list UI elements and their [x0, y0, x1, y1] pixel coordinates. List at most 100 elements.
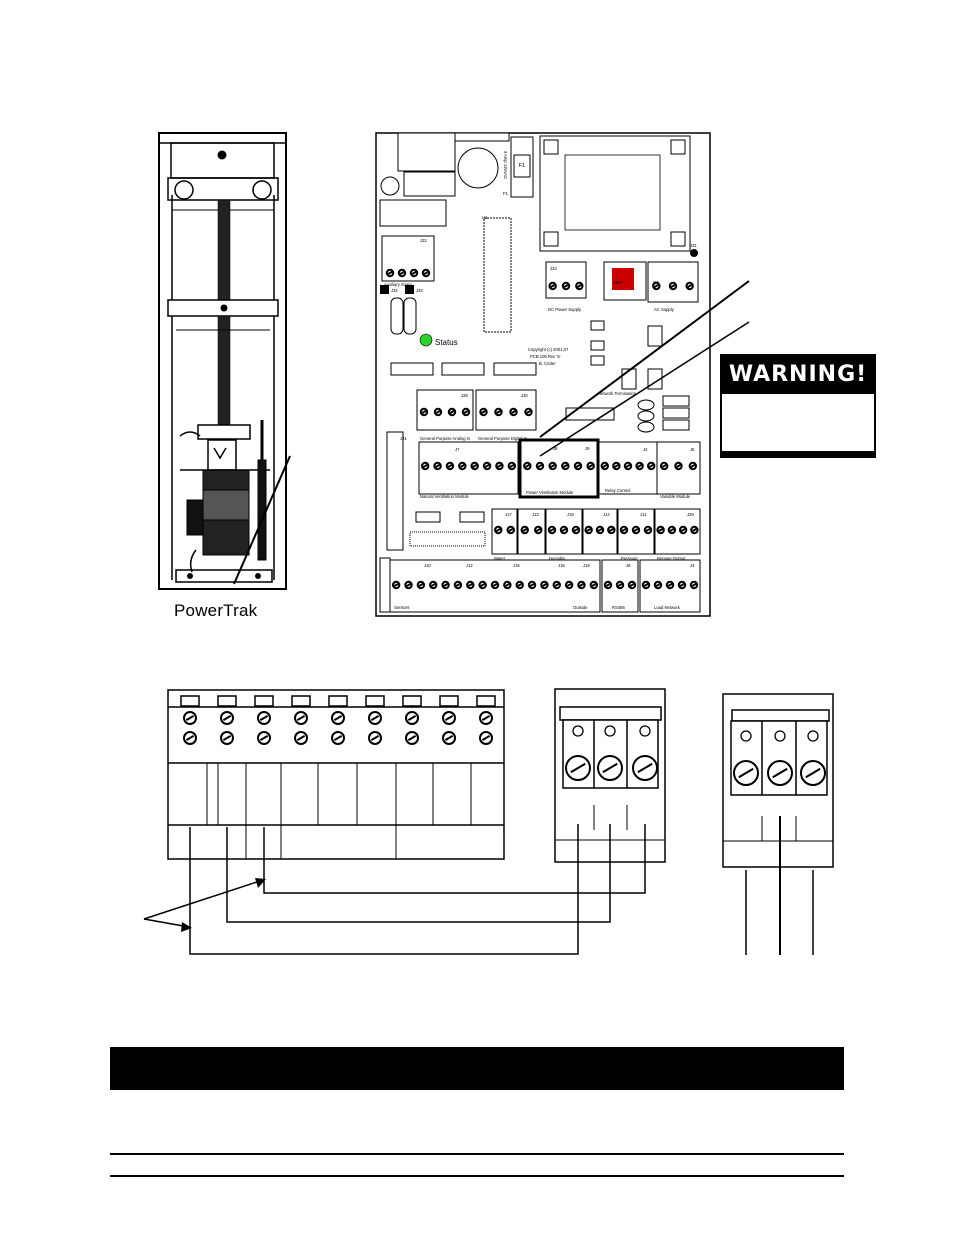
screw-icon	[405, 731, 419, 745]
terminal-block-3b	[722, 693, 834, 868]
j30-label: J30	[521, 393, 528, 398]
screw-icon	[632, 755, 658, 781]
board-screw-icon	[495, 461, 504, 471]
copyright-2: PCB 109 Rev '5'	[530, 354, 561, 359]
j14-label: J14	[603, 512, 610, 517]
ac-supply-label: AC Supply	[654, 307, 675, 312]
board-screw-icon	[385, 268, 395, 278]
wiring	[143, 816, 814, 955]
board-screw-icon	[534, 525, 543, 535]
gp-digital-label: General Purpose Digital In	[478, 436, 528, 441]
rule-top	[110, 1153, 844, 1155]
screw-icon	[257, 711, 271, 725]
dc-power-label: DC Power Supply	[548, 307, 582, 312]
board-screw-icon	[506, 525, 515, 535]
board-screw-icon	[552, 580, 561, 590]
j22-label: J22	[420, 238, 427, 243]
board-screw-icon	[623, 461, 633, 471]
screw-icon	[220, 731, 234, 745]
aux-alarm-label: Auxiliary Alarm	[384, 282, 412, 287]
screw-icon	[220, 711, 234, 725]
board-screw-icon	[561, 461, 570, 471]
board-screw-icon	[397, 268, 407, 278]
control-board: F1 3 Amp 125VAC F1 J31 U1 J22 Auxiliary …	[375, 132, 750, 617]
board-screw-icon	[589, 580, 599, 590]
board-screw-icon	[520, 525, 529, 535]
board-screw-icon	[453, 580, 463, 590]
board-screw-icon	[689, 580, 699, 590]
board-screw-icon	[612, 461, 621, 471]
gp-analog-label: General Purpose Analog In	[420, 436, 471, 441]
board-screw-icon	[688, 461, 698, 471]
humidity-label: Humidity	[549, 556, 566, 561]
j4-label: J4	[690, 563, 695, 568]
board-screw-icon	[416, 580, 426, 590]
j7-label: J7	[455, 447, 460, 452]
natural-vent-label: Natural Ventilation Module	[420, 494, 470, 499]
screw-icon	[294, 711, 308, 725]
board-screw-icon	[433, 461, 442, 471]
screw-icon	[331, 711, 345, 725]
board-screw-icon	[494, 407, 503, 417]
terminal-tab	[291, 695, 311, 707]
screw-icon	[442, 711, 456, 725]
j8-label: J8	[553, 446, 558, 451]
screw-icon	[597, 755, 623, 781]
board-screw-icon	[607, 525, 616, 535]
j23-label: J23	[550, 266, 557, 271]
terminal-tab	[254, 695, 274, 707]
board-screw-icon	[433, 407, 443, 417]
board-screw-icon	[690, 525, 699, 535]
terminal-tab	[439, 695, 459, 707]
j6-label: J6	[626, 563, 631, 568]
board-screw-icon	[548, 281, 557, 291]
j2-label: J2	[643, 447, 648, 452]
board-screw-icon	[447, 407, 457, 417]
screw-icon	[479, 711, 493, 725]
rs485-label: RS485	[612, 605, 625, 610]
j12-label: J12	[466, 563, 473, 568]
j15-label: J15	[513, 563, 520, 568]
board-screw-icon	[619, 525, 629, 535]
board-screw-icon	[421, 268, 431, 278]
j17-label: J17	[505, 512, 512, 517]
status-led-label: Status	[435, 338, 458, 347]
board-screw-icon	[458, 461, 467, 471]
board-screw-icon	[656, 525, 665, 535]
section-header-bar	[110, 1047, 844, 1090]
board-screw-icon	[429, 580, 438, 590]
board-screw-icon	[647, 461, 656, 471]
warning-box: WARNING!	[720, 354, 876, 458]
variable-module-label: Variable Module	[660, 494, 691, 499]
terminal-hole	[639, 725, 651, 737]
copyright-3: B. Crider	[539, 361, 556, 366]
board-screw-icon	[409, 268, 419, 278]
board-screw-icon	[678, 525, 688, 535]
board-screw-icon	[653, 580, 663, 590]
terminal-block-3a	[554, 688, 666, 863]
screw-icon	[368, 711, 382, 725]
board-screw-icon	[503, 580, 512, 590]
j19-label: J19	[583, 563, 590, 568]
screw-icon	[733, 760, 759, 786]
board-screw-icon	[482, 461, 492, 471]
screw-icon	[767, 760, 793, 786]
board-screw-icon	[507, 461, 517, 471]
board-screw-icon	[674, 461, 683, 471]
warning-title: WARNING!	[722, 356, 874, 394]
j33-label: J33	[416, 288, 423, 293]
board-screw-icon	[577, 580, 586, 590]
water-label: Water	[494, 556, 506, 561]
j32-label: J32	[391, 288, 398, 293]
fuse-rating: 3 Amp 125VAC	[503, 151, 508, 179]
board-screw-icon	[641, 580, 651, 590]
screw-icon	[331, 731, 345, 745]
board-screw-icon	[523, 461, 532, 471]
terminal-hole	[572, 725, 584, 737]
board-screw-icon	[575, 281, 584, 291]
terminal-tab	[365, 695, 385, 707]
j28-label: J28	[461, 393, 468, 398]
board-screw-icon	[603, 580, 613, 590]
j10-label: J10	[424, 563, 431, 568]
